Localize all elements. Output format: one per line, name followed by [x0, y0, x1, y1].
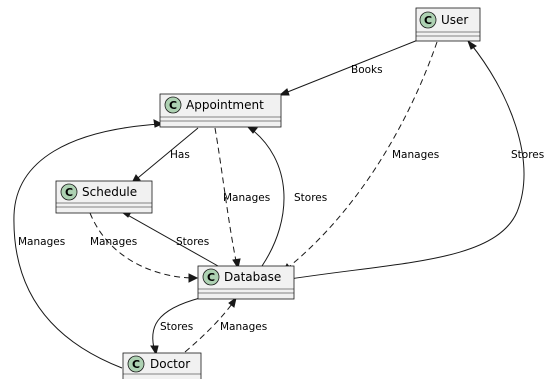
- class-name-schedule: Schedule: [82, 185, 137, 199]
- label-schedule-manages: Manages: [90, 236, 137, 248]
- class-name-user: User: [441, 13, 468, 27]
- edge-database-stores-appointment: [249, 127, 285, 267]
- edge-database-stores-doctor: [152, 297, 201, 353]
- arrowhead-stores-appointment: [246, 126, 258, 134]
- label-stores-schedule: Stores: [176, 236, 209, 248]
- class-name-appointment: Appointment: [186, 98, 264, 112]
- label-appointment-manages: Manages: [223, 192, 270, 204]
- stereotype-letter: C: [207, 271, 215, 284]
- edge-schedule-manages-database: [89, 212, 196, 279]
- class-name-doctor: Doctor: [150, 357, 190, 371]
- label-doctor-manages: Manages: [18, 236, 65, 248]
- arrowhead-stores-doctor: [150, 345, 159, 356]
- arrowhead-books: [278, 88, 290, 96]
- stereotype-letter: C: [132, 358, 140, 371]
- class-doctor: C Doctor: [122, 352, 202, 379]
- class-stereotype-icon: [419, 11, 437, 29]
- edge-appointment-has-schedule: [132, 127, 199, 183]
- edge-user-books-appointment: [279, 39, 419, 96]
- edge-appointment-manages-database: [214, 127, 238, 267]
- edge-database-stores-user: [289, 42, 525, 280]
- arrowhead-schedule-manages: [188, 273, 199, 283]
- class-stereotype-icon: [127, 355, 145, 373]
- label-user-manages: Manages: [392, 149, 439, 161]
- edge-user-manages-database: [284, 41, 438, 271]
- arrowhead-stores-user: [467, 39, 477, 50]
- class-user: C User: [415, 7, 481, 42]
- stereotype-letter: C: [65, 186, 73, 199]
- label-books: Books: [351, 64, 383, 76]
- class-schedule: C Schedule: [55, 180, 153, 214]
- class-appointment: C Appointment: [159, 93, 282, 128]
- class-database: C Database: [197, 265, 295, 300]
- stereotype-letter: C: [169, 99, 177, 112]
- label-stores-appointment: Stores: [294, 192, 327, 204]
- label-stores-doctor: Stores: [160, 321, 193, 333]
- edge-database-stores-schedule: [123, 212, 219, 267]
- label-doctor-manages-db: Manages: [220, 321, 267, 333]
- label-has: Has: [170, 149, 190, 161]
- class-stereotype-icon: [202, 268, 220, 286]
- class-stereotype-icon: [60, 183, 78, 201]
- stereotype-letter: C: [424, 14, 432, 27]
- arrowhead-doctor-manages-db: [228, 296, 237, 308]
- label-stores-user: Stores: [511, 149, 544, 161]
- arrowhead-doctor-manages: [153, 119, 164, 128]
- class-stereotype-icon: [164, 96, 182, 114]
- class-name-database: Database: [224, 270, 281, 284]
- edge-doctor-manages-appointment: [13, 123, 161, 369]
